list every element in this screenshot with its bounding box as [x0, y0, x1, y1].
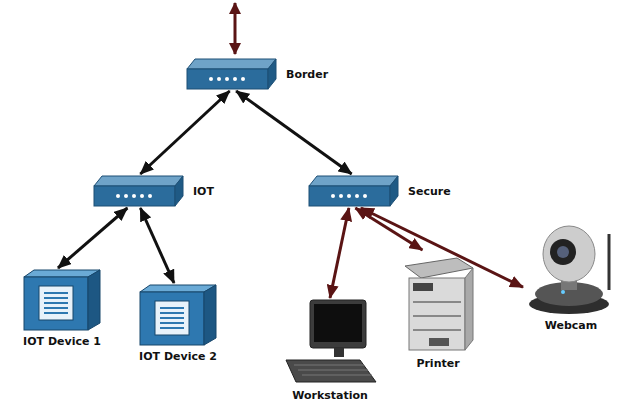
device-node: Workstation: [280, 298, 380, 402]
device-node: Printer: [399, 250, 477, 370]
node-label: Secure: [408, 185, 451, 198]
node-label: Printer: [416, 357, 459, 370]
workstation-icon: [280, 298, 380, 386]
link-arrow: [58, 208, 127, 268]
webcam-icon: [523, 220, 619, 316]
iot-device-icon: [138, 283, 218, 347]
device-node: IOT Device 2: [138, 283, 218, 363]
switch-node: Secure: [307, 174, 451, 208]
node-label: Workstation: [292, 389, 368, 402]
node-label: IOT: [193, 185, 214, 198]
device-node: Webcam: [523, 220, 619, 332]
link-arrow: [140, 91, 229, 174]
printer-icon: [399, 250, 477, 354]
switch-node: IOT: [92, 174, 214, 208]
switch-node: Border: [185, 57, 328, 91]
link-arrow: [140, 208, 174, 283]
switch-icon: [92, 174, 185, 208]
switch-icon: [185, 57, 278, 91]
link-arrow: [236, 91, 351, 174]
node-label: Border: [286, 68, 328, 81]
link-arrow: [361, 208, 523, 287]
node-label: IOT Device 2: [139, 350, 217, 363]
link-arrow: [330, 208, 349, 298]
node-label: Webcam: [545, 319, 597, 332]
device-node: IOT Device 1: [22, 268, 102, 348]
iot-device-icon: [22, 268, 102, 332]
node-label: IOT Device 1: [23, 335, 101, 348]
link-arrow: [355, 208, 422, 250]
switch-icon: [307, 174, 400, 208]
